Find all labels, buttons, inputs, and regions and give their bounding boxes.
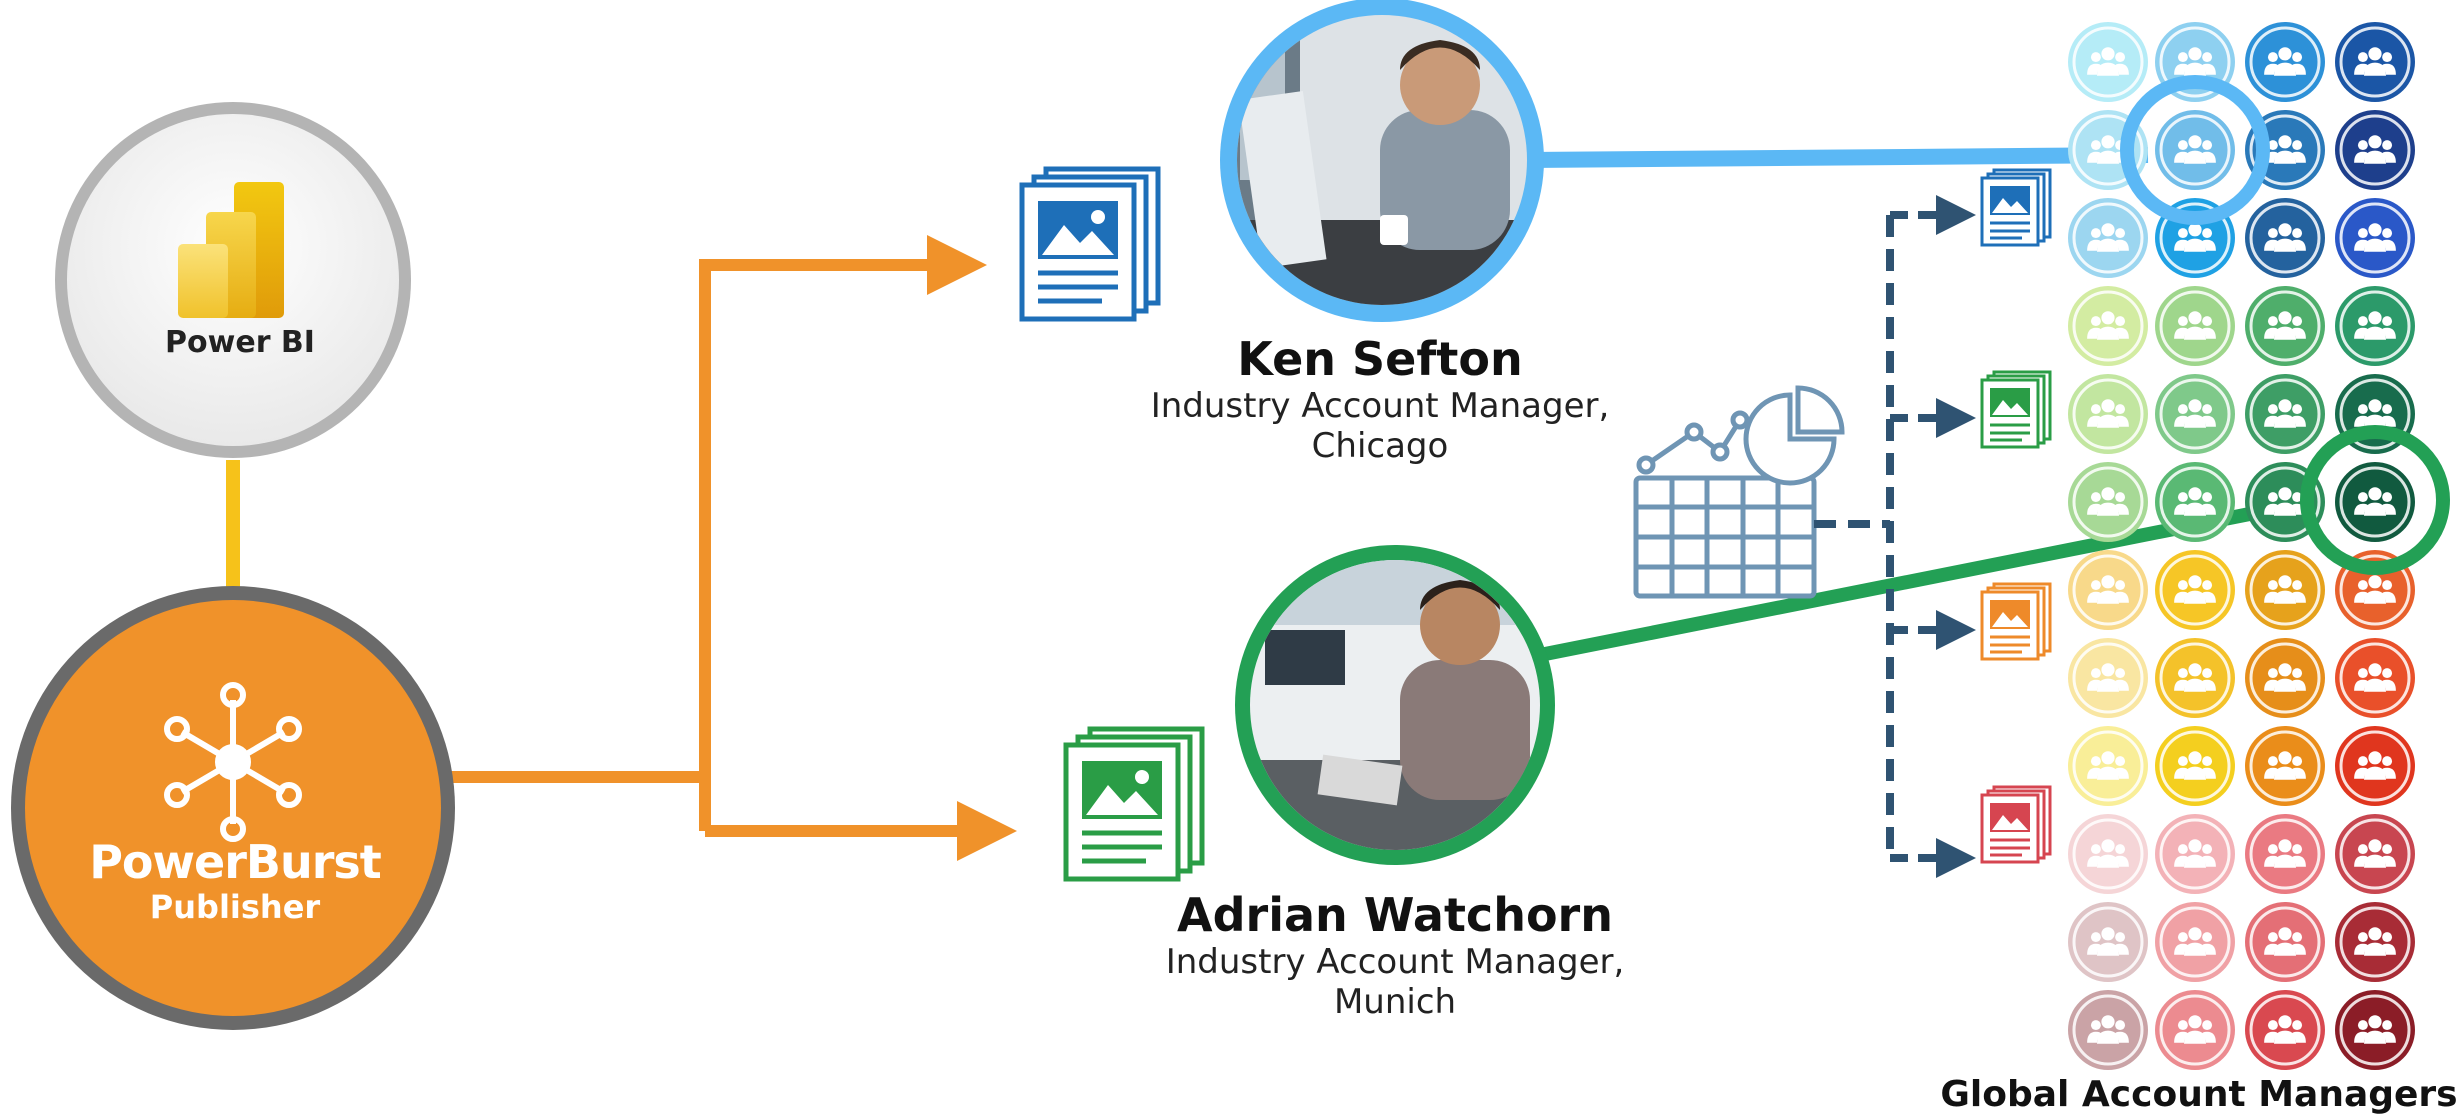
account-manager-icon — [2155, 726, 2235, 806]
small-report-icon — [1980, 370, 2052, 449]
blue-report-icon — [1019, 166, 1161, 322]
account-manager-icon — [2155, 814, 2235, 894]
small-report-icon — [1980, 168, 2052, 247]
adrian-watchorn-photo — [1235, 545, 1555, 865]
account-manager-icon — [2068, 638, 2148, 718]
account-manager-icon — [2068, 198, 2148, 278]
account-manager-icon — [2335, 726, 2415, 806]
adrian-name: Adrian Watchorn — [1177, 888, 1613, 942]
adrian-role: Industry Account Manager, Munich — [1080, 942, 1710, 1022]
account-manager-icon — [2068, 814, 2148, 894]
distribution-lines — [1814, 195, 1976, 878]
account-manager-icon — [2068, 462, 2148, 542]
account-manager-icon — [2335, 814, 2415, 894]
account-manager-icon — [2068, 990, 2148, 1070]
adrian-role-title: Industry Account Manager, — [1165, 942, 1625, 982]
account-manager-icon — [2155, 902, 2235, 982]
account-manager-icon — [2335, 462, 2415, 542]
adrian-role-city: Munich — [1333, 982, 1457, 1022]
green-report-icon — [1063, 726, 1205, 882]
account-manager-icon — [2335, 638, 2415, 718]
account-manager-icon — [2245, 638, 2325, 718]
ken-highlight-ring — [2120, 75, 2270, 225]
ken-name: Ken Sefton — [1237, 332, 1523, 386]
account-manager-icon — [2335, 110, 2415, 190]
account-manager-icon — [2068, 902, 2148, 982]
account-manager-icon — [2335, 198, 2415, 278]
account-manager-icon — [2245, 374, 2325, 454]
adrian-highlight-ring — [2300, 425, 2450, 575]
account-manager-icon — [2335, 902, 2415, 982]
account-manager-icon — [2245, 814, 2325, 894]
account-manager-icon — [2335, 286, 2415, 366]
global-account-managers-label: Global Account Managers — [1940, 1074, 2458, 1115]
account-manager-icon — [2245, 22, 2325, 102]
account-manager-icon — [2245, 902, 2325, 982]
account-manager-icon — [2335, 22, 2415, 102]
account-manager-icon — [2245, 550, 2325, 630]
small-report-icon — [1980, 582, 2052, 661]
analytics-grid-icon — [1633, 385, 1845, 599]
account-manager-icon — [2155, 374, 2235, 454]
arrow-to-blue-report — [699, 235, 987, 831]
account-manager-icon — [2068, 726, 2148, 806]
account-manager-icon — [2155, 638, 2235, 718]
small-report-icon — [1980, 785, 2052, 864]
account-manager-icon — [2245, 198, 2325, 278]
powerburst-publisher-node — [11, 586, 455, 1030]
small-report-icons — [1980, 168, 2052, 864]
account-manager-icon — [2068, 550, 2148, 630]
account-manager-icon — [2335, 990, 2415, 1070]
account-manager-grid — [2068, 22, 2415, 1070]
power-bi-node — [55, 102, 411, 458]
account-manager-icon — [2068, 22, 2148, 102]
account-manager-icon — [2155, 462, 2235, 542]
ken-link-line — [1527, 147, 2149, 168]
account-manager-icon — [2155, 990, 2235, 1070]
account-manager-icon — [2245, 286, 2325, 366]
power-bi-icon — [178, 182, 284, 318]
publisher-title: PowerBurst — [89, 835, 382, 889]
ken-role-title: Industry Account Manager, — [1150, 386, 1610, 426]
account-manager-icon — [2245, 726, 2325, 806]
hub-icon — [164, 682, 302, 842]
ken-role-city: Chicago — [1311, 426, 1449, 466]
ken-role: Industry Account Manager, Chicago — [1080, 386, 1680, 466]
account-manager-icon — [2155, 110, 2235, 190]
account-manager-icon — [2245, 990, 2325, 1070]
power-bi-label: Power BI — [165, 325, 315, 360]
account-manager-icon — [2068, 374, 2148, 454]
account-manager-icon — [2068, 286, 2148, 366]
publisher-subtitle: Publisher — [149, 888, 321, 926]
account-manager-icon — [2155, 286, 2235, 366]
ken-sefton-photo — [1220, 0, 1544, 322]
account-manager-icon — [2155, 550, 2235, 630]
